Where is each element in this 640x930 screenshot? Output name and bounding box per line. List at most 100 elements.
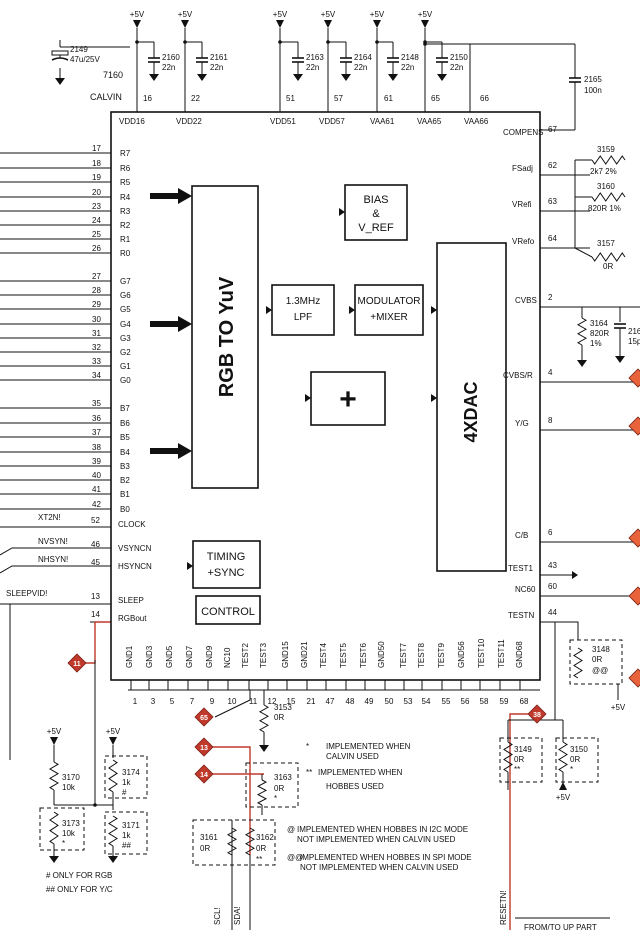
components xyxy=(39,20,640,866)
rgb-to-yuv-block xyxy=(191,185,259,489)
vcc-arrow-icon xyxy=(324,20,332,28)
bus-arrow-icon xyxy=(178,188,192,204)
pin-name: VRefo xyxy=(512,237,535,246)
adder-block xyxy=(310,371,386,426)
bottom-pin-name: GND7 xyxy=(185,645,194,668)
note-text: NOT IMPLEMENTED WHEN CALVIN USED xyxy=(297,835,456,844)
resistor-icon xyxy=(503,741,513,773)
pin-name: R7 xyxy=(120,149,131,158)
bottom-pin-name: NC10 xyxy=(223,647,232,668)
pin-name: R0 xyxy=(120,249,131,258)
supply-label: +5V xyxy=(611,703,626,712)
pin-number: 30 xyxy=(92,315,101,324)
ground-icon xyxy=(55,78,65,85)
bottom-pin-number: 53 xyxy=(404,697,413,706)
bottom-pin-name: GND21 xyxy=(300,641,309,668)
vdd-pin-name: VAA61 xyxy=(370,117,395,126)
electrolytic-cap-icon xyxy=(51,57,69,61)
bottom-pin-name: TEST9 xyxy=(437,643,446,668)
pin-name: B7 xyxy=(120,404,130,413)
pin-name: CVBS xyxy=(515,296,537,305)
vcc-arrow-icon xyxy=(133,20,141,28)
resistor-icon xyxy=(576,317,588,346)
arrow-icon xyxy=(572,571,578,579)
resistor-icon xyxy=(226,827,238,856)
pin-name: R5 xyxy=(120,178,131,187)
pin-number: 19 xyxy=(92,173,101,182)
net-sda: SDA! xyxy=(233,906,242,925)
bottom-pin-name: GND9 xyxy=(205,645,214,668)
bottom-pin-number: 5 xyxy=(170,697,175,706)
pin-name: SLEEP xyxy=(118,596,144,605)
cap-ref: 2164 xyxy=(354,53,372,62)
vdd-pin-number: 61 xyxy=(384,94,393,103)
vdd-pin-number: 22 xyxy=(191,94,200,103)
res-mark: ** xyxy=(256,855,262,864)
pin-number: 27 xyxy=(92,272,101,281)
flag-icon xyxy=(194,737,214,757)
option-box xyxy=(39,807,85,851)
vdd-pin-name: VDD51 xyxy=(270,117,296,126)
bias-label: & xyxy=(372,208,380,220)
res-ref: 3160 xyxy=(597,182,615,191)
bottom-pin-number: 1 xyxy=(133,697,138,706)
note-text: NOT IMPLEMENTED WHEN CALVIN USED xyxy=(300,863,459,872)
res-val: 0R xyxy=(570,755,580,764)
bottom-pin-name: TEST7 xyxy=(399,643,408,668)
res-mark: * xyxy=(62,839,65,848)
bias-label: BIAS xyxy=(363,194,388,206)
note-symbol: ** xyxy=(306,768,312,777)
pin-name: VSYNCN xyxy=(118,544,152,553)
dac-block xyxy=(436,242,507,572)
res-ref: 3149 xyxy=(514,745,532,754)
cap-ref: 2150 xyxy=(450,53,468,62)
res-ref: 3150 xyxy=(570,745,588,754)
bottom-pin-name: TEST6 xyxy=(359,643,368,668)
modulator-label: +MIXER xyxy=(370,312,408,323)
pin-number: 20 xyxy=(92,188,101,197)
res-val: 0R xyxy=(256,844,266,853)
supply-label: +5V xyxy=(106,727,121,736)
flag-icon xyxy=(628,416,640,436)
bottom-pin-number: 7 xyxy=(190,697,195,706)
bottom-pin-number: 59 xyxy=(500,697,509,706)
pin-name: Y/G xyxy=(515,419,529,428)
cap-val: 22n xyxy=(401,63,414,72)
ground-icon xyxy=(341,74,351,81)
junction-dot xyxy=(93,803,97,807)
pin-number: 60 xyxy=(548,582,557,591)
adder-label: + xyxy=(339,383,357,416)
modulator-label: MODULATOR xyxy=(358,296,421,307)
pin-number: 63 xyxy=(548,197,557,206)
cap-ref: 2149 xyxy=(70,45,88,54)
supply-label: +5V xyxy=(418,10,433,19)
vdd-pin-name: VDD22 xyxy=(176,117,202,126)
cap-val: 22n xyxy=(162,63,175,72)
pin-number: 52 xyxy=(91,516,100,525)
bottom-pin-number: 47 xyxy=(326,697,335,706)
flag-icon xyxy=(194,764,214,784)
flag-label: 65 xyxy=(200,715,208,722)
vdd-pin-name: VDD57 xyxy=(319,117,345,126)
lpf-label: 1.3MHz xyxy=(286,296,320,307)
bottom-pin-name: TEST4 xyxy=(319,643,328,668)
vcc-arrow-icon xyxy=(421,20,429,28)
bottom-pin-name: TEST3 xyxy=(259,643,268,668)
junction-dot xyxy=(183,40,187,44)
ground-icon xyxy=(149,74,159,81)
pin-name: G2 xyxy=(120,348,131,357)
pin-number: 17 xyxy=(92,144,101,153)
cap-ref: 216 xyxy=(628,327,640,336)
pin-number: 44 xyxy=(548,608,557,617)
res-val: 0R xyxy=(274,713,284,722)
flag-label: 14 xyxy=(200,772,208,779)
arrow-icon xyxy=(349,306,355,314)
timing-block xyxy=(192,540,261,589)
pin-number: 64 xyxy=(548,234,557,243)
junction-dot xyxy=(135,40,139,44)
res-val: 1k xyxy=(122,778,131,787)
wire xyxy=(77,621,111,664)
supply-label: +5V xyxy=(321,10,336,19)
pin-name: FSadj xyxy=(512,164,533,173)
